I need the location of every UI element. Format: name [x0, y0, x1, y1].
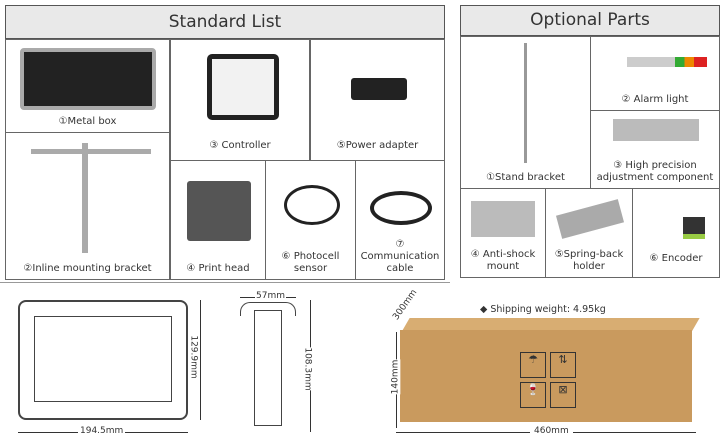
spring-back-label: ⑤Spring-back holder	[554, 249, 624, 272]
bracket-arm	[31, 149, 151, 154]
controller-label: ③ Controller	[209, 140, 271, 151]
print-head-label: ④ Print head	[186, 263, 250, 274]
metal-box-cell: ①Metal box	[5, 39, 170, 133]
photocell-image	[284, 185, 340, 225]
encoder-label: ⑥ Encoder	[649, 253, 703, 264]
stand-bracket-label: ①Stand bracket	[486, 172, 565, 183]
print-head-cell: ④ Print head	[170, 160, 266, 280]
alarm-light-image	[627, 57, 707, 67]
box-depth-label: 300mm	[391, 287, 420, 323]
spring-back-cell: ⑤Spring-back holder	[545, 188, 633, 278]
mounting-bracket-label: ②Inline mounting bracket	[23, 263, 152, 274]
metal-box-image	[20, 48, 156, 110]
cable-cell: ⑦ Communication cable	[355, 160, 445, 280]
alarm-light-cell: ② Alarm light	[590, 36, 720, 111]
adjustment-component-image	[613, 119, 699, 141]
printhead-drawing	[254, 310, 282, 426]
printhead-height-label: 108.3mm	[302, 347, 313, 391]
encoder-cell: ⑥ Encoder	[632, 188, 720, 278]
carton-handling-icons: ☂⇅ 🍷⊠	[520, 352, 576, 408]
printhead-cap	[240, 302, 296, 316]
print-head-image	[187, 181, 251, 241]
stand-bracket-image	[524, 43, 527, 163]
standard-list-header: Standard List	[5, 5, 445, 39]
divider	[0, 282, 450, 283]
anti-shock-cell: ④ Anti-shock mount	[460, 188, 546, 278]
photocell-cell: ⑥ Photocell sensor	[265, 160, 356, 280]
encoder-image	[683, 217, 705, 239]
printhead-width-label: 57mm	[255, 291, 286, 301]
power-adapter-label: ⑤Power adapter	[336, 140, 419, 151]
controller-width-label: 194.5mm	[78, 426, 126, 436]
standard-list-title: Standard List	[168, 12, 282, 32]
power-adapter-image	[351, 78, 407, 100]
spring-back-image	[555, 199, 625, 239]
box-length-label: 460mm	[530, 426, 573, 436]
alarm-light-label: ② Alarm light	[621, 94, 689, 105]
adjustment-component-cell: ③ High precision adjustment component	[590, 110, 720, 189]
cable-image	[370, 191, 432, 225]
controller-drawing	[18, 300, 188, 420]
mounting-bracket-image	[82, 143, 88, 253]
stand-bracket-cell: ①Stand bracket	[460, 36, 591, 189]
optional-parts-header: Optional Parts	[460, 5, 720, 36]
controller-cell: ③ Controller	[170, 39, 310, 161]
power-adapter-cell: ⑤Power adapter	[310, 39, 445, 161]
shipping-weight: ◆ Shipping weight: 4.95kg	[480, 304, 606, 315]
box-height-label: 140mm	[390, 359, 401, 395]
height-dim-line	[200, 300, 201, 420]
photocell-label: ⑥ Photocell sensor	[281, 251, 340, 274]
cable-label: ⑦ Communication cable	[360, 239, 440, 274]
adjustment-component-label: ③ High precision adjustment component	[596, 160, 714, 183]
metal-box-label: ①Metal box	[58, 116, 117, 127]
anti-shock-image	[471, 201, 535, 237]
optional-parts-title: Optional Parts	[530, 10, 650, 30]
controller-height-label: 129.9mm	[188, 335, 199, 379]
controller-image	[207, 54, 279, 120]
anti-shock-label: ④ Anti-shock mount	[470, 249, 536, 272]
carton-image: ☂⇅ 🍷⊠	[400, 330, 692, 422]
mounting-bracket-cell: ②Inline mounting bracket	[5, 132, 170, 280]
